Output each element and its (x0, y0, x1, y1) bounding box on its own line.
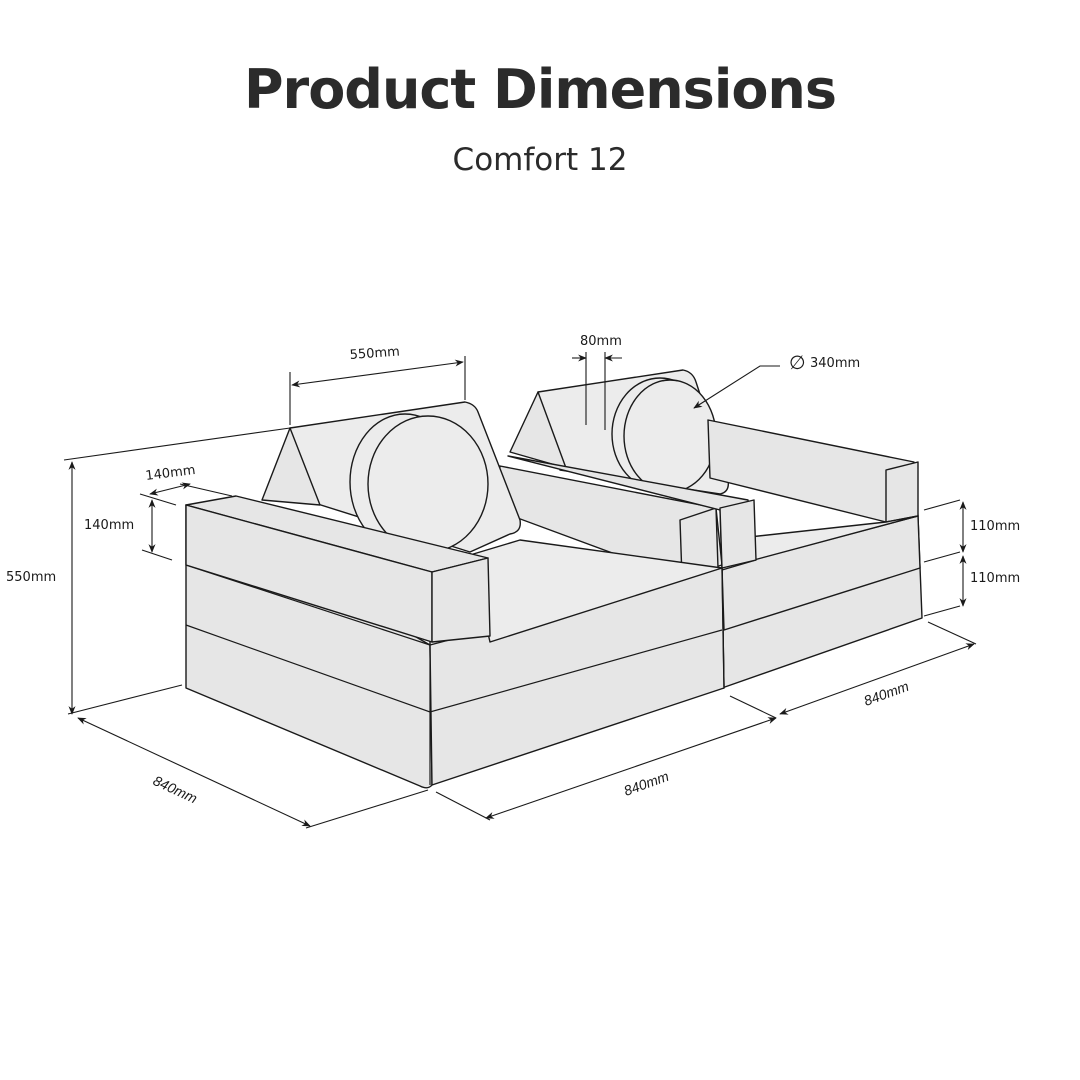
label-arm-width: 140mm (145, 463, 197, 484)
label-length-front: 840mm (622, 768, 672, 799)
left-wedge-side (261, 427, 321, 506)
center-bolster-right-end (719, 499, 757, 569)
dimension-lines (63, 352, 977, 829)
module-split-edge (721, 567, 725, 689)
page-title: Product Dimensions (243, 58, 837, 121)
right-pillow-front (623, 379, 717, 493)
label-overall-height: 550mm (6, 570, 56, 585)
left-arm-end (431, 557, 491, 643)
product-name: Comfort 12 (452, 142, 628, 178)
label-arm-height: 140mm (84, 518, 134, 533)
label-wedge-width: 550mm (349, 345, 400, 363)
label-cushion-lower: 110mm (970, 571, 1020, 586)
label-depth-left: 840mm (151, 772, 200, 806)
right-arm-end (885, 461, 919, 523)
label-cushion-upper: 110mm (970, 519, 1020, 534)
label-pillow-depth: 80mm (580, 334, 622, 349)
label-pillow-diameter: 340mm (810, 356, 860, 371)
diameter-symbol-icon: ∅ (789, 352, 806, 374)
left-pillow-front (367, 415, 489, 553)
right-wedge-side (509, 391, 567, 469)
sofa-drawing (185, 369, 923, 789)
